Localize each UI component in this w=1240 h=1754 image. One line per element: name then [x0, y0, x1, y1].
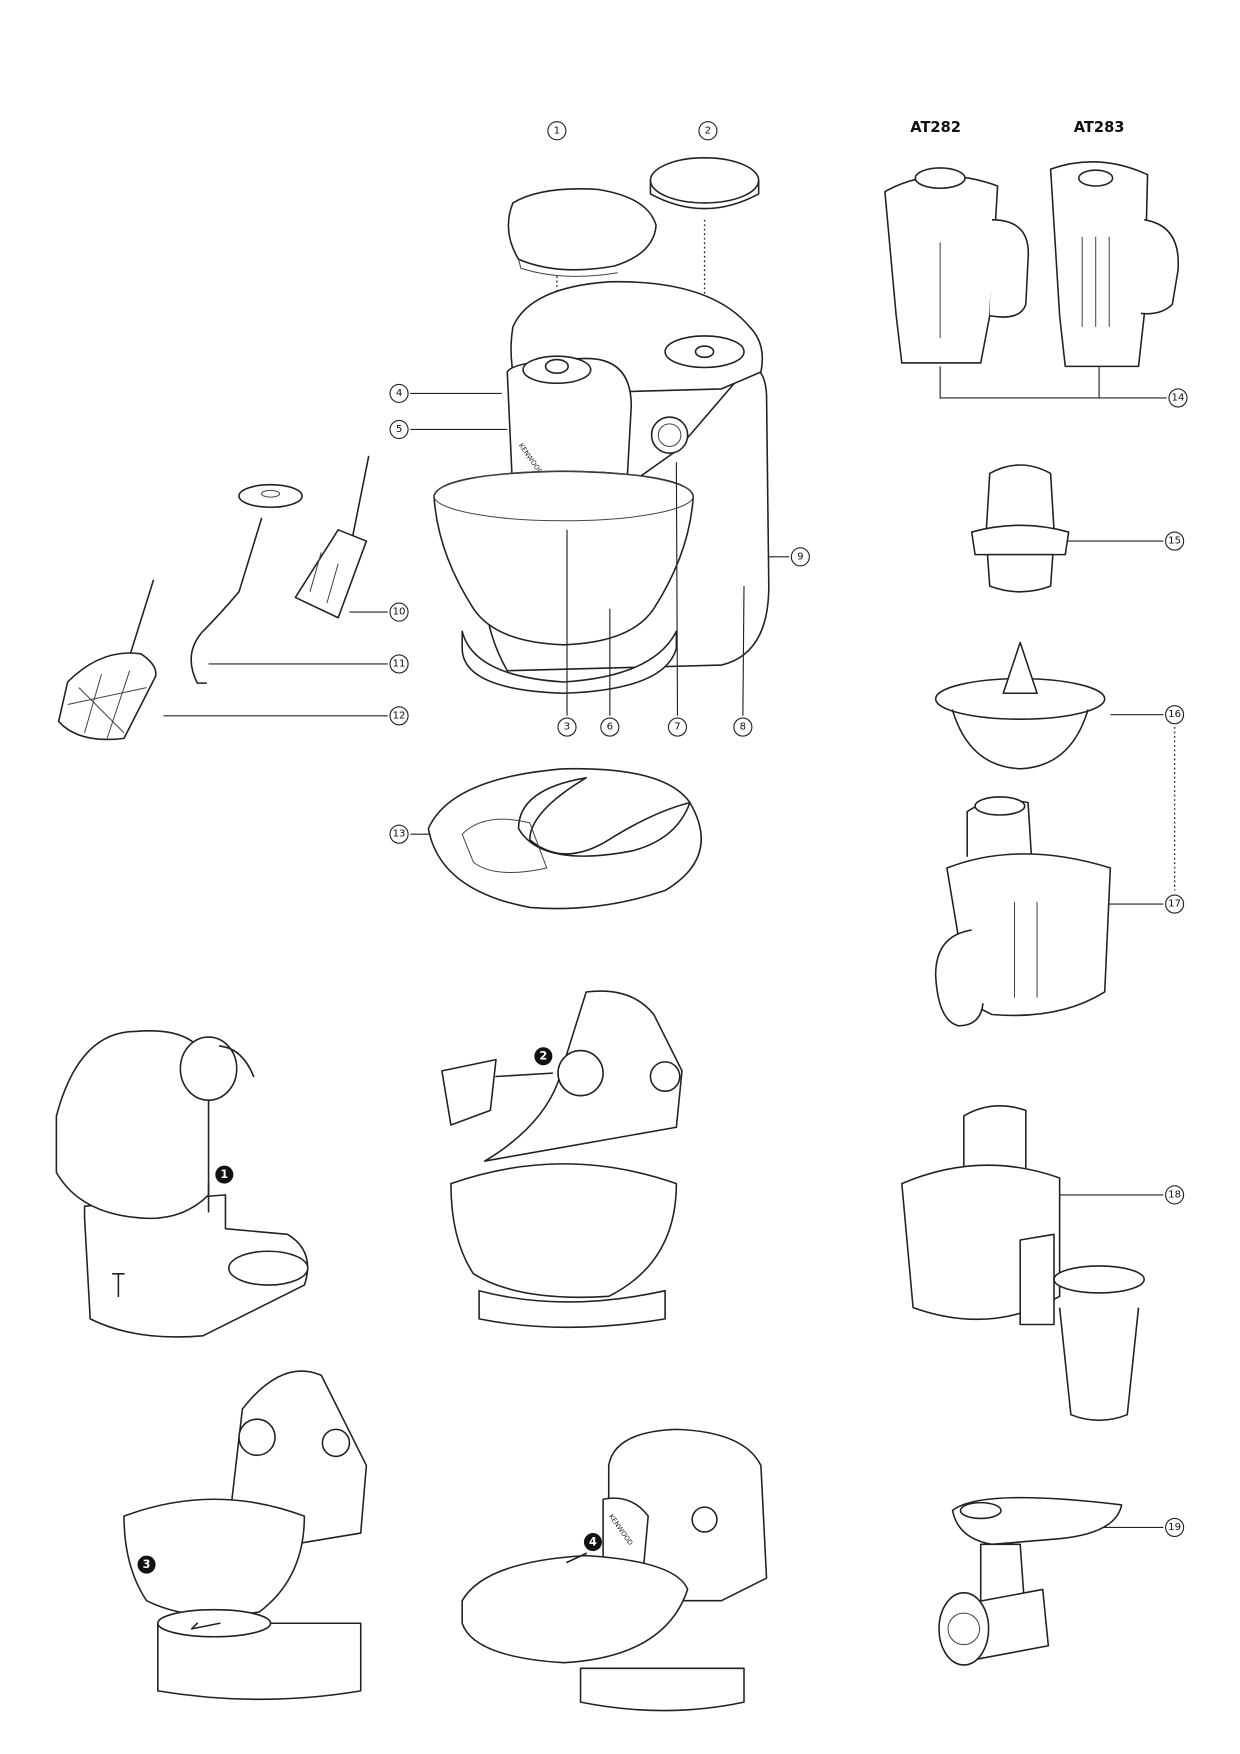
svg-text:3: 3 — [564, 722, 570, 733]
whisk-12 — [57, 579, 157, 741]
step-3-illustration — [123, 1370, 368, 1701]
callout-18: 18 — [1165, 1185, 1185, 1205]
svg-text:4: 4 — [589, 1536, 597, 1549]
svg-text:7: 7 — [674, 722, 680, 733]
step-4-illustration: KENWOOD — [461, 1428, 768, 1712]
model-label-at283: AT283 — [1074, 119, 1125, 136]
callout-3: 3 — [557, 717, 577, 737]
stand-mixer: KENWOOD — [433, 280, 770, 695]
callout-14: 14 — [1168, 388, 1188, 408]
svg-text:19: 19 — [1168, 1522, 1181, 1533]
callout-10: 10 — [389, 602, 409, 622]
callout-11: 11 — [389, 654, 409, 674]
pouring-shield-13 — [427, 767, 703, 910]
svg-text:16: 16 — [1168, 709, 1181, 720]
step-marker-1: 1 — [215, 1165, 234, 1184]
mill-15 — [970, 464, 1070, 593]
svg-text:8: 8 — [740, 722, 746, 733]
mincer-19 — [938, 1496, 1123, 1666]
citrus-juicer-16 — [934, 641, 1106, 770]
svg-text:6: 6 — [607, 722, 613, 733]
slicer-grater-18 — [901, 1105, 1145, 1422]
callout-19: 19 — [1165, 1517, 1185, 1538]
svg-text:4: 4 — [396, 388, 402, 399]
callout-2: 2 — [698, 121, 718, 141]
svg-text:1: 1 — [220, 1168, 228, 1181]
svg-text:3: 3 — [143, 1558, 151, 1571]
svg-text:2: 2 — [539, 1050, 547, 1063]
svg-text:10: 10 — [393, 607, 406, 618]
svg-text:11: 11 — [393, 658, 406, 669]
svg-text:18: 18 — [1168, 1189, 1181, 1200]
step-1-illustration — [55, 1030, 309, 1338]
callout-13: 13 — [389, 824, 409, 844]
step-marker-3: 3 — [137, 1555, 156, 1574]
step-2-illustration — [441, 990, 683, 1329]
callout-4: 4 — [389, 383, 409, 403]
blender-at282 — [884, 167, 1030, 364]
step-marker-2: 2 — [534, 1047, 553, 1066]
svg-text:1: 1 — [554, 125, 560, 136]
leader-lines — [163, 366, 1176, 1528]
callout-1: 1 — [547, 121, 567, 141]
callout-7: 7 — [667, 717, 688, 737]
dough-hook-11 — [190, 517, 263, 684]
model-label-at282: AT282 — [910, 119, 961, 136]
splashguard-disc — [238, 483, 303, 509]
step-marker-4: 4 — [583, 1533, 602, 1552]
outlet-cover-1 — [507, 188, 657, 277]
callout-17: 17 — [1165, 894, 1185, 914]
svg-text:5: 5 — [396, 424, 402, 435]
svg-text:13: 13 — [393, 829, 406, 840]
callout-5: 5 — [389, 419, 409, 440]
callout-16: 16 — [1165, 705, 1185, 725]
callout-8: 8 — [733, 717, 753, 737]
svg-text:14: 14 — [1172, 392, 1185, 403]
callout-15: 15 — [1165, 531, 1185, 551]
callout-9: 9 — [790, 547, 810, 567]
callout-6: 6 — [600, 717, 620, 737]
svg-text:2: 2 — [705, 125, 711, 136]
svg-text:17: 17 — [1168, 899, 1181, 910]
food-processor-17 — [934, 796, 1112, 1027]
svg-text:12: 12 — [393, 710, 406, 721]
k-beater-10 — [294, 455, 370, 619]
svg-text:15: 15 — [1168, 536, 1181, 547]
callout-12: 12 — [389, 706, 409, 726]
blender-at283 — [1049, 161, 1180, 368]
outlet-cover-2 — [649, 157, 760, 210]
svg-text:9: 9 — [797, 551, 803, 562]
